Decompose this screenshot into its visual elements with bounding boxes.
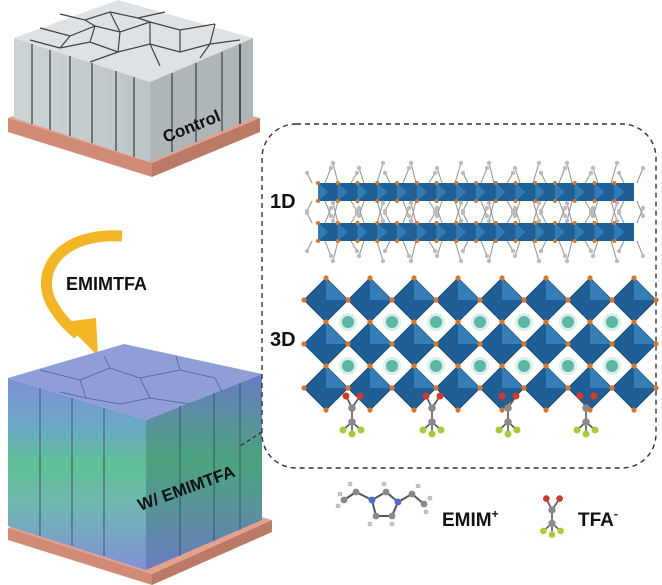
cation (518, 360, 530, 372)
cation (386, 360, 398, 372)
control-substrate-side (152, 118, 260, 177)
control-side-face (150, 38, 253, 162)
control-top-cracks (29, 11, 241, 67)
cation (474, 316, 486, 328)
cation (474, 360, 486, 372)
tfa-molecule-row (339, 392, 599, 438)
tfa-molecule-icon (540, 495, 564, 539)
cation (430, 360, 442, 372)
control-substrate-front (8, 118, 152, 177)
one-d-chains (304, 160, 646, 264)
treated-grain-lines (39, 383, 241, 556)
treated-block: W/ EMIMTFA (8, 344, 272, 585)
treated-substrate-side (152, 520, 272, 585)
arrow-label: EMIMTFA (66, 274, 147, 294)
control-grain-lines (31, 44, 242, 157)
treated-substrate-front (8, 528, 152, 585)
cation (386, 316, 398, 328)
label-3d: 3D (270, 329, 296, 351)
emim-label: EMIM+ (442, 507, 499, 531)
structure-callout-box (261, 123, 657, 469)
control-block: Control (8, 0, 260, 177)
cation (562, 316, 574, 328)
cation (606, 360, 618, 372)
treated-top-face (8, 344, 262, 420)
cation (342, 360, 354, 372)
cation (430, 316, 442, 328)
label-1d: 1D (270, 191, 296, 213)
emim-molecule-icon (335, 481, 433, 527)
cation (518, 316, 530, 328)
treated-top-cracks (39, 355, 223, 405)
cation (606, 316, 618, 328)
three-d-lattice (301, 275, 659, 413)
treated-side-face (146, 374, 262, 570)
control-top-face (14, 0, 253, 82)
curved-arrow-icon (40, 230, 123, 356)
callout-connector (239, 431, 263, 447)
cation (342, 316, 354, 328)
cation (562, 360, 574, 372)
treated-front-face (8, 378, 146, 570)
tfa-label: TFA- (578, 507, 618, 531)
